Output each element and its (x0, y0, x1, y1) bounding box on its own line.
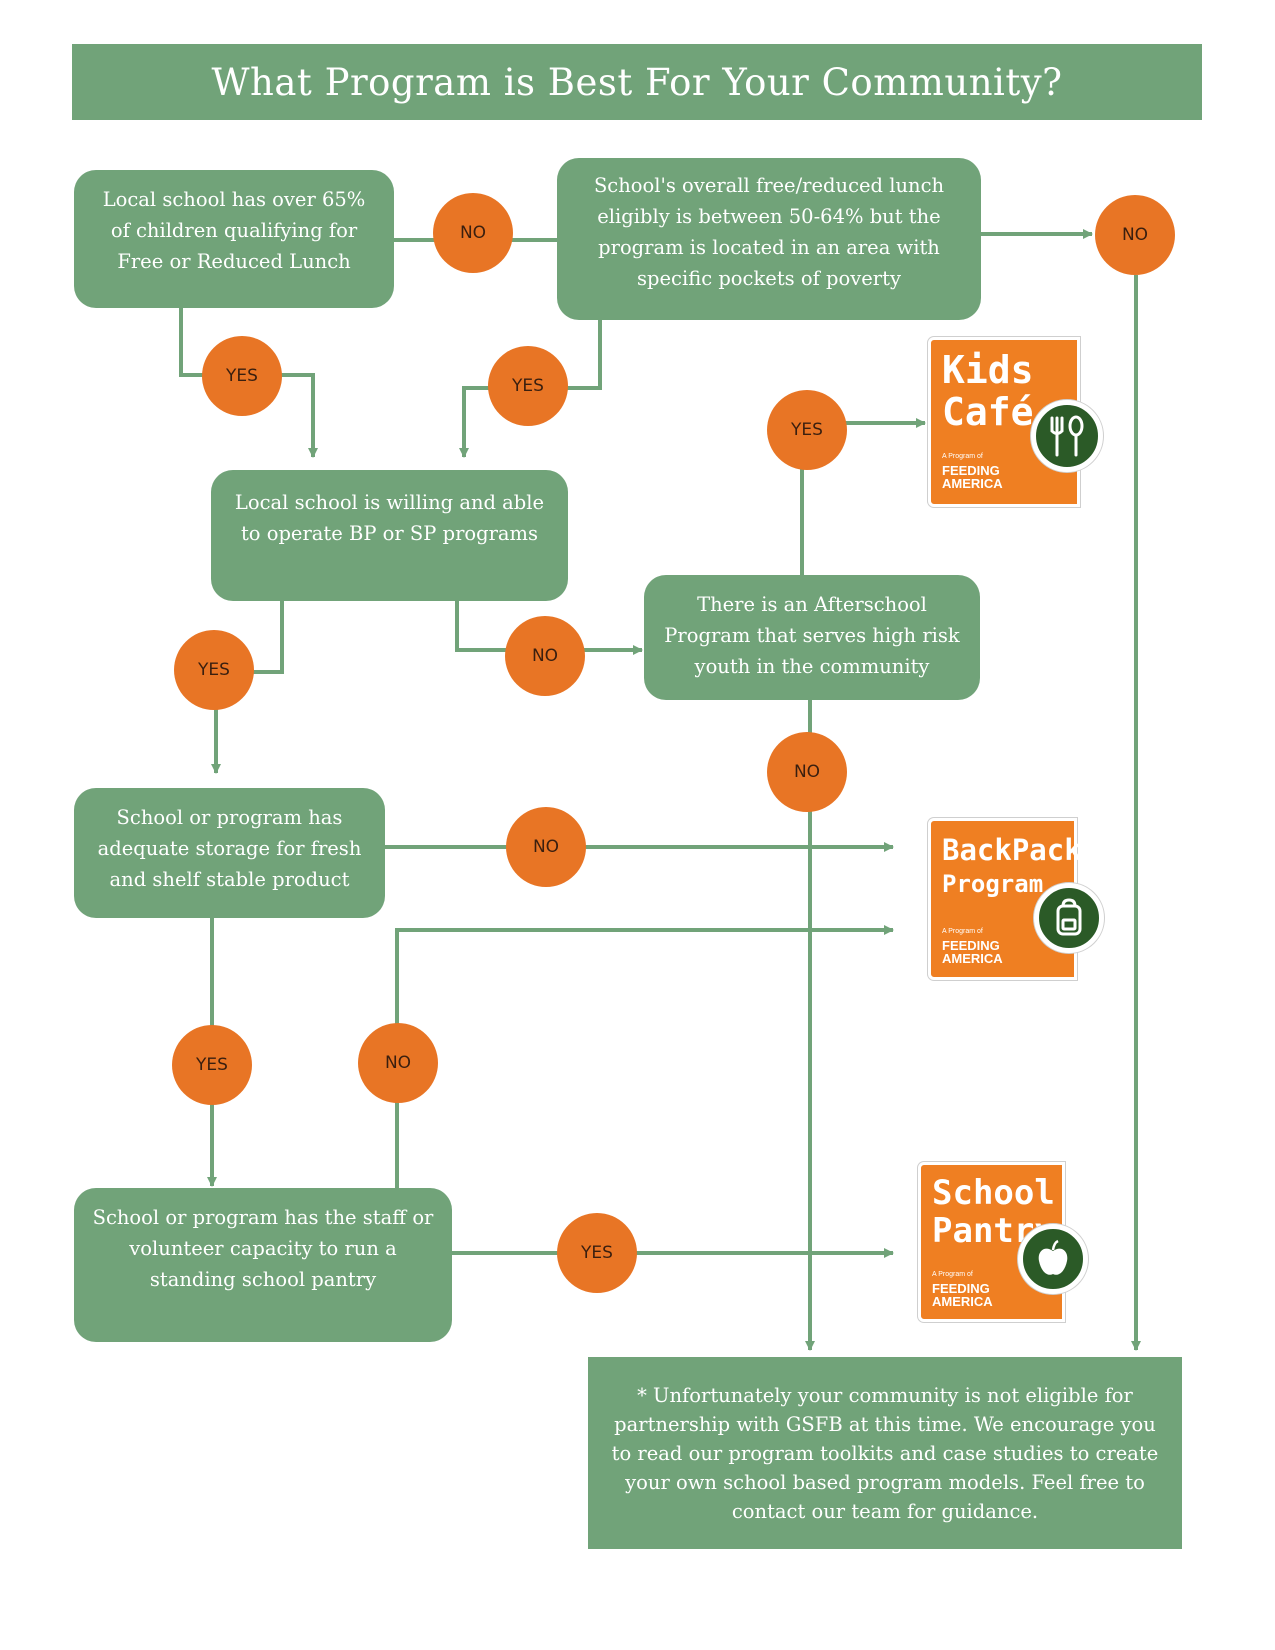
question-storage: School or program has adequate storage f… (74, 788, 385, 918)
question-free-lunch: Local school has over 65% of children qu… (74, 170, 394, 308)
question-staff-line: volunteer capacity to run a (129, 1237, 397, 1260)
kids-cafe-logo: Kids Café A Program of FEEDING AMERICA (928, 337, 1108, 507)
backpack-logo-line: Program (942, 870, 1044, 898)
backpack-logo-line: BackPack (942, 833, 1082, 867)
school-pantry-logo-org: AMERICA (932, 1294, 993, 1309)
question-willing-line: Local school is willing and able (234, 491, 545, 514)
kids-cafe-logo-org: FEEDING (942, 463, 1000, 478)
answer-no: NO (433, 193, 513, 273)
question-pockets-line: specific pockets of poverty (637, 267, 901, 290)
page-title: What Program is Best For Your Community? (72, 44, 1202, 120)
school-pantry-logo-org: FEEDING (932, 1281, 990, 1296)
backpack-icon (1034, 883, 1104, 953)
question-staff-capacity: School or program has the staff or volun… (74, 1188, 452, 1342)
fork-knife-spoon-icon (1031, 400, 1103, 472)
kids-cafe-logo-sub: A Program of (942, 453, 983, 460)
kids-cafe-logo-line: Café (942, 390, 1034, 434)
apple-icon (1018, 1224, 1088, 1294)
question-afterschool-line: youth in the community (694, 655, 930, 678)
question-willing-line: to operate BP or SP programs (240, 522, 539, 545)
answer-no: NO (1095, 195, 1175, 275)
backpack-logo-org: AMERICA (942, 951, 1003, 966)
question-school-willing: Local school is willing and able to oper… (211, 470, 568, 601)
question-afterschool: There is an Afterschool Program that ser… (644, 575, 980, 700)
backpack-logo-sub: A Program of (942, 928, 983, 935)
backpack-program-logo: BackPack Program A Program of FEEDING AM… (928, 818, 1108, 980)
answer-yes: YES (202, 336, 282, 416)
answer-no: NO (767, 732, 847, 812)
answer-yes: YES (174, 630, 254, 710)
connector-q6-no (395, 925, 894, 1188)
school-pantry-logo: School Pantry A Program of FEEDING AMERI… (918, 1162, 1096, 1324)
question-pockets-line: program is located in an area with (598, 236, 940, 259)
question-pockets-line: School's overall free/reduced lunch (593, 174, 945, 197)
question-pockets-line: eligibly is between 50-64% but the (597, 205, 941, 228)
question-storage-line: and shelf stable product (109, 868, 350, 891)
answer-no: NO (358, 1023, 438, 1103)
question-free-lunch-line: of children qualifying for (110, 219, 358, 242)
answer-yes: YES (557, 1213, 637, 1293)
question-storage-line: School or program has (116, 806, 343, 829)
kids-cafe-logo-org: AMERICA (942, 476, 1003, 491)
answer-yes: YES (488, 346, 568, 426)
kids-cafe-logo-line: Kids (942, 348, 1034, 392)
question-pockets-of-poverty: School's overall free/reduced lunch elig… (557, 158, 981, 320)
question-staff-line: standing school pantry (149, 1268, 377, 1291)
ineligibility-note: * Unfortunately your community is not el… (588, 1357, 1182, 1549)
answer-no: NO (506, 807, 586, 887)
school-pantry-logo-line: School (932, 1173, 1055, 1213)
answer-yes: YES (767, 390, 847, 470)
question-afterschool-line: Program that serves high risk (664, 624, 960, 647)
question-free-lunch-line: Free or Reduced Lunch (117, 250, 351, 273)
question-afterschool-line: There is an Afterschool (697, 593, 927, 616)
answer-no: NO (505, 616, 585, 696)
question-storage-line: adequate storage for fresh (97, 837, 362, 860)
question-free-lunch-line: Local school has over 65% (102, 188, 366, 211)
answer-yes: YES (172, 1025, 252, 1105)
backpack-logo-org: FEEDING (942, 938, 1000, 953)
school-pantry-logo-sub: A Program of (932, 1271, 973, 1278)
question-staff-line: School or program has the staff or (92, 1206, 434, 1229)
